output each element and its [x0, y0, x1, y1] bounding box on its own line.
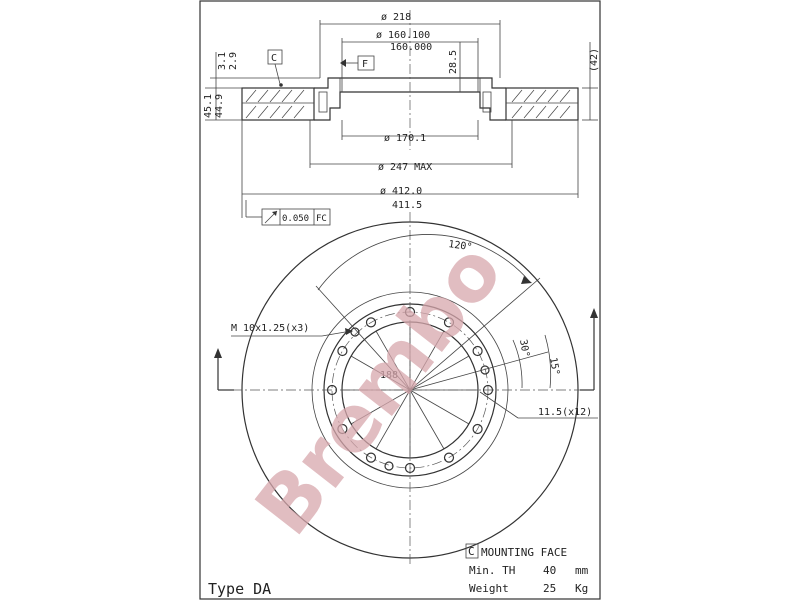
bolt-hole [443, 452, 455, 463]
dim-28-5: 28.5 [448, 50, 459, 74]
legend-letter-box [465, 543, 479, 559]
weight-value: 25 [543, 582, 556, 595]
dim-45-1: 45.1 [203, 94, 214, 118]
angle-arc-15 [544, 334, 551, 389]
tolerance-ref: FC [316, 214, 327, 224]
tolerance-value: 0.050 [282, 214, 309, 224]
disc-cross-section [241, 77, 579, 121]
min-th-label: Min. TH [469, 564, 515, 577]
section-arrow-right [580, 308, 598, 391]
datum-c-marker: C [267, 49, 283, 87]
bolt-hole [337, 345, 348, 357]
bolt-hole [365, 317, 377, 328]
angle-arc-120 [317, 234, 531, 291]
bolt-hole [443, 317, 455, 328]
thread-callout: M 10x1.25(x3) [231, 323, 353, 337]
front-view: 120° 30° 15° 188 M 10x1.25(x3) 11.5(x12) [214, 212, 598, 565]
hole-callout: 11.5(x12) [479, 391, 598, 419]
datum-f-marker: F [340, 55, 375, 71]
dim-dia-160-000: 160.000 [390, 42, 432, 53]
dim-dia-411-5: 411.5 [392, 200, 422, 211]
bolt-hole [472, 345, 483, 357]
mounting-face-label: MOUNTING FACE [481, 546, 567, 559]
tolerance-frame: 0.050 FC [245, 200, 331, 226]
hole-note: 11.5(x12) [538, 407, 592, 418]
angle-120-label: 120° [448, 239, 473, 253]
min-th-value: 40 [543, 564, 556, 577]
extension-lines [241, 20, 579, 218]
weight-unit: Kg [575, 582, 588, 595]
dim-188: 188 [380, 370, 398, 381]
legend-letter: C [468, 545, 475, 558]
section-view: ø 218 ø 160.100 160.000 28.5 (42) 3.1 2.… [203, 10, 600, 226]
angle-15-label: 15° [547, 357, 561, 377]
dim-dia-412: ø 412.0 [380, 186, 422, 197]
bolt-hole [337, 423, 348, 435]
section-arrow-left [214, 348, 234, 391]
datum-f-letter: F [362, 59, 368, 70]
bolt-holes [326, 306, 494, 474]
threaded-hole [384, 461, 394, 471]
angle-arc-30 [512, 339, 523, 389]
dim-44-9: 44.9 [214, 94, 225, 118]
dim-3-1: 3.1 [217, 52, 228, 70]
legend: C MOUNTING FACE Min. TH 40 mm Weight 25 … [208, 543, 589, 598]
dimension-lines [205, 23, 598, 195]
drawing-border [199, 0, 601, 600]
dim-2-9: 2.9 [228, 52, 239, 70]
dim-dia-247: ø 247 MAX [378, 162, 432, 173]
dim-42: (42) [589, 48, 600, 72]
bolt-hole [365, 452, 377, 463]
thread-note: M 10x1.25(x3) [231, 323, 309, 334]
hatching-left [245, 89, 305, 119]
bolt-hole [472, 423, 483, 435]
dim-dia-218: ø 218 [381, 12, 411, 23]
threaded-hole [480, 365, 490, 375]
weight-label: Weight [469, 582, 509, 595]
dim-dia-160-100: ø 160.100 [376, 30, 430, 41]
min-th-unit: mm [575, 564, 589, 577]
type-label: Type DA [208, 580, 271, 598]
hatching-right [511, 89, 571, 119]
datum-c-letter: C [271, 53, 277, 64]
angle-30-label: 30° [517, 339, 531, 359]
dim-dia-170-1: ø 170.1 [384, 133, 426, 144]
